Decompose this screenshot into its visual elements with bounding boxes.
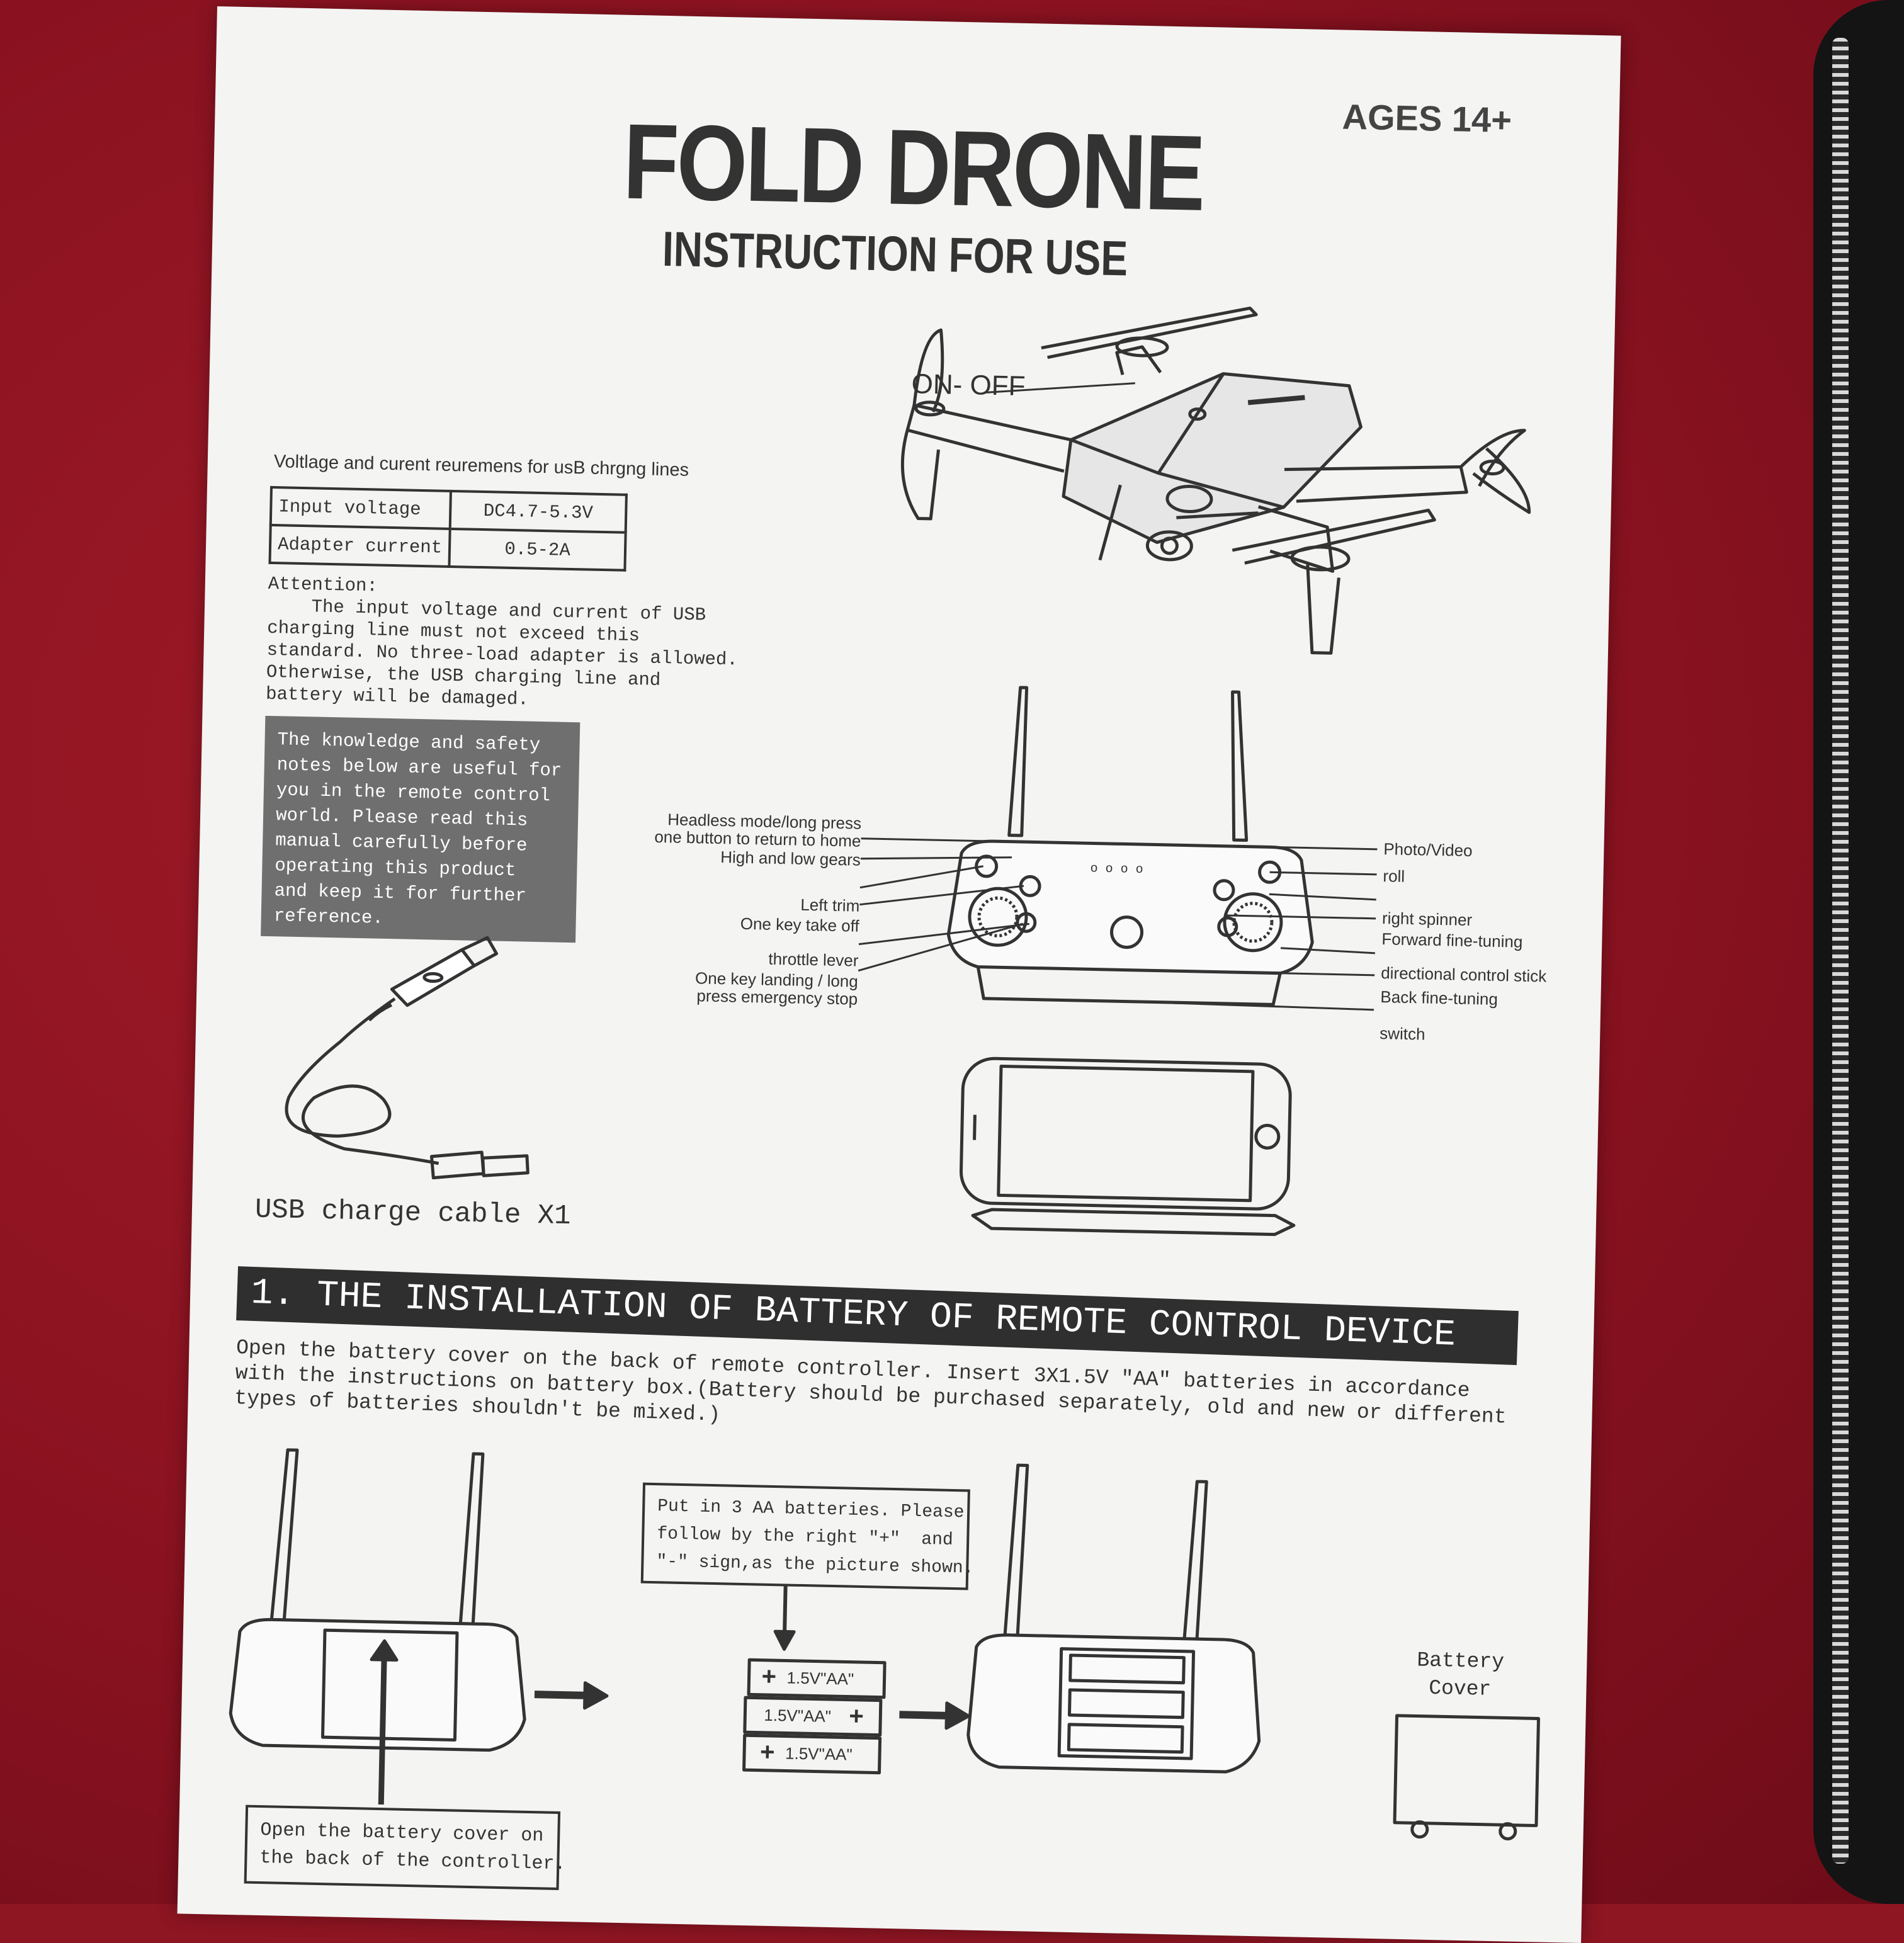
label-emergency-stop: press emergency stop bbox=[696, 986, 858, 1009]
battery-install-diagram: + 1.5V"AA" 1.5V"AA" + + 1.5V"AA" bbox=[229, 1448, 1541, 1841]
label-return-home: one button to return to home bbox=[654, 827, 861, 851]
case-zipper bbox=[1832, 38, 1849, 1864]
usb-cable-label: USB charge cable X1 bbox=[254, 1194, 572, 1233]
label-forward-fine-tuning: Forward fine-tuning bbox=[1381, 929, 1523, 951]
carrying-case bbox=[1813, 0, 1904, 1904]
label-back-fine-tuning: Back fine-tuning bbox=[1380, 987, 1499, 1009]
battery-label: 1.5V"AA" bbox=[786, 1668, 854, 1689]
remote-leader-lines bbox=[858, 837, 1378, 1011]
power-switch-pointer bbox=[983, 382, 1135, 394]
drone-illustration bbox=[900, 306, 1531, 655]
label-photo-video: Photo/Video bbox=[1383, 839, 1473, 861]
battery-cover-label: Battery Cover bbox=[1417, 1648, 1505, 1701]
label-roll: roll bbox=[1383, 866, 1405, 886]
battery-plus-sign: + bbox=[849, 1702, 864, 1730]
label-left-trim: Left trim bbox=[800, 895, 860, 915]
battery-label: 1.5V"AA" bbox=[764, 1706, 831, 1726]
label-right-spinner: right spinner bbox=[1381, 909, 1473, 930]
instruction-sheet: FOLD DRONE INSTRUCTION FOR USE AGES 14+ bbox=[177, 6, 1621, 1943]
battery-label: 1.5V"AA" bbox=[785, 1744, 853, 1764]
phone-holder-illustration bbox=[960, 1056, 1296, 1237]
battery-plus-sign: + bbox=[760, 1738, 775, 1766]
label-high-low-gears: High and low gears bbox=[720, 847, 861, 870]
label-throttle-lever: throttle lever bbox=[768, 949, 859, 970]
svg-text:o o o o: o o o o bbox=[1090, 861, 1143, 877]
usb-cable-illustration bbox=[285, 936, 530, 1180]
open-cover-instruction-box: Open the battery cover on the back of th… bbox=[244, 1804, 566, 1891]
label-directional-stick: directional control stick bbox=[1380, 963, 1547, 986]
battery-plus-sign: + bbox=[761, 1663, 776, 1691]
label-one-key-takeoff: One key take off bbox=[740, 914, 859, 936]
label-switch: switch bbox=[1379, 1024, 1425, 1044]
